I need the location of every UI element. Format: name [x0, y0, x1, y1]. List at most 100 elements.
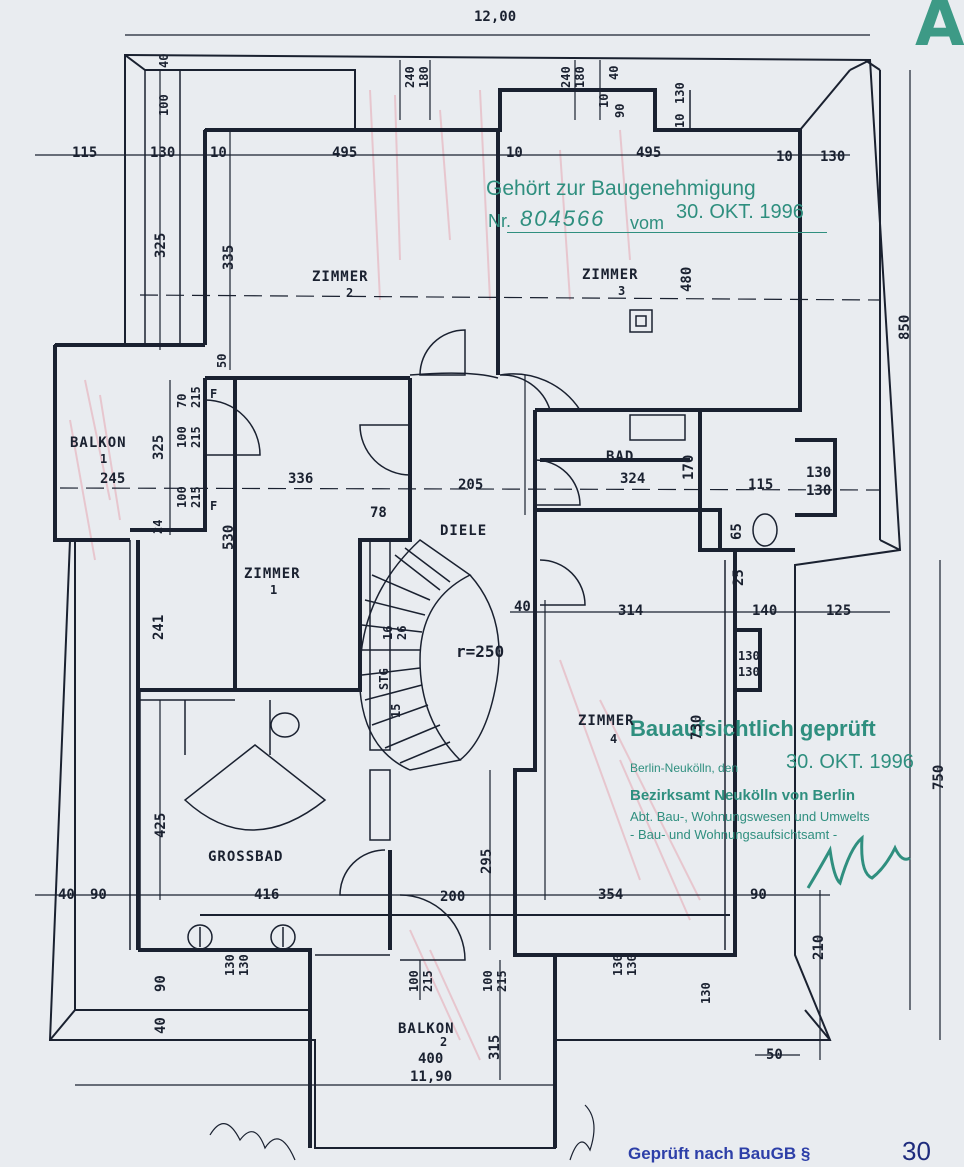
- dim-label: 24: [151, 519, 165, 534]
- ground-lines: [209, 1104, 595, 1161]
- dim-label: 40: [58, 887, 75, 903]
- dim-label: 40: [153, 1017, 169, 1034]
- dim-label: 90: [613, 103, 627, 118]
- dim-label: 730: [689, 714, 705, 740]
- dim-label: 130: [738, 665, 760, 679]
- dim-overall-width: 12,00: [474, 9, 517, 25]
- dim-label: 130: [820, 149, 846, 165]
- dim-label: 314: [618, 603, 644, 619]
- dim-right-bottom-210: 210: [811, 934, 827, 960]
- dim-label: 130: [237, 954, 251, 976]
- dim-label: 205: [458, 477, 484, 493]
- stair-radius: r=250: [456, 642, 505, 661]
- stamp-berlin-line: Berlin-Neukölln, den: [630, 761, 739, 775]
- dim-label: 324: [620, 471, 646, 487]
- dim-label: 25: [731, 569, 747, 586]
- room-zimmer-4-label: ZIMMER: [578, 713, 635, 729]
- dim-overall-right-lower: 750: [931, 764, 947, 790]
- dim-label: 495: [636, 145, 662, 161]
- dim-label: 325: [151, 434, 167, 460]
- dim-label: 40: [607, 65, 621, 80]
- dim-label: 480: [679, 266, 695, 292]
- room-balkon-2-number: 2: [440, 1035, 448, 1049]
- dim-label: 354: [598, 887, 624, 903]
- dim-label: 295: [479, 848, 495, 874]
- dim-label: 40: [514, 599, 531, 615]
- dim-label: 90: [750, 887, 767, 903]
- dim-label: 125: [826, 603, 852, 619]
- dim-overall-bottom-width: 11,90: [410, 1069, 453, 1085]
- dim-label: 180: [573, 66, 587, 88]
- dim-label: 495: [332, 145, 358, 161]
- stamp-baugb: Geprüft nach BauGB §: [628, 1144, 811, 1163]
- dim-label: 140: [752, 603, 778, 619]
- dim-label: 65: [729, 523, 745, 540]
- stamp-vom-label: vom: [630, 213, 665, 233]
- room-zimmer-2-label: ZIMMER: [312, 269, 369, 285]
- stamp-baugenehmigung-title: Gehört zur Baugenehmigung: [486, 177, 756, 200]
- dim-label: 180: [417, 66, 431, 88]
- stamp-gepruft-title: Bauaufsichtlich geprüft: [630, 716, 876, 741]
- room-balkon-1-label: BALKON: [70, 435, 127, 451]
- dim-overall-height: 850: [897, 314, 913, 340]
- room-bad-label: BAD: [606, 449, 635, 465]
- room-diele-label: DIELE: [440, 523, 488, 539]
- room-zimmer-1-label: ZIMMER: [244, 566, 301, 582]
- room-zimmer-1-number: 1: [270, 583, 278, 597]
- dim-label: F: [210, 387, 218, 401]
- dim-label: 215: [189, 486, 203, 508]
- dim-label: 10: [776, 149, 793, 165]
- dim-label: 215: [189, 426, 203, 448]
- dim-right-bottom: 50: [766, 1047, 783, 1063]
- dim-label: 90: [90, 887, 107, 903]
- room-zimmer-3-label: ZIMMER: [582, 267, 639, 283]
- stamp-abt-line: Abt. Bau-, Wohnungswesen und Umwelts: [630, 809, 870, 824]
- room-zimmer-4-number: 4: [610, 732, 618, 746]
- dim-label: 50: [215, 353, 229, 368]
- dim-label: 425: [153, 812, 169, 838]
- dim-label: 215: [495, 970, 509, 992]
- dim-label: 336: [288, 471, 314, 487]
- room-zimmer-2-number: 2: [346, 286, 354, 300]
- room-balkon-1-number: 1: [100, 452, 108, 466]
- dim-label: 530: [221, 524, 237, 550]
- dim-label: 130: [625, 954, 639, 976]
- dim-label: 215: [189, 386, 203, 408]
- stamp-nr-value: 804566: [520, 206, 606, 231]
- dim-label: 100: [175, 486, 189, 508]
- stamp-green-letter: A: [915, 0, 964, 61]
- dim-label: 335: [221, 244, 237, 270]
- dim-label: 100: [175, 426, 189, 448]
- stamp-signature: [806, 834, 911, 889]
- stamp-bezirksamt: Bezirksamt Neukölln von Berlin: [630, 787, 856, 804]
- dim-label: 130: [806, 465, 832, 481]
- detail-lines: [70, 70, 726, 956]
- room-balkon-2-label: BALKON: [398, 1021, 455, 1037]
- dim-label: 130: [699, 982, 713, 1004]
- dim-label: 10: [597, 93, 611, 108]
- stamp-berlin-date: 30. OKT. 1996: [786, 751, 914, 773]
- dim-label: 90: [153, 975, 169, 992]
- dim-label: 115: [72, 145, 98, 161]
- dim-label: 240: [559, 66, 573, 88]
- faded-red-marks: [69, 89, 701, 1061]
- stair-step: 15: [389, 703, 403, 718]
- room-zimmer-3-number: 3: [618, 284, 626, 298]
- dimension-lines: [35, 34, 941, 1086]
- stair-step: 16: [381, 625, 395, 640]
- walls: [53, 88, 837, 1148]
- stair-step: 26: [395, 625, 409, 640]
- dim-label: 100: [157, 94, 171, 116]
- dim-label: 10: [506, 145, 523, 161]
- dim-label: 325: [153, 232, 169, 258]
- dim-label: 130: [806, 483, 832, 499]
- dim-label: 416: [254, 887, 280, 903]
- dim-label: 130: [611, 954, 625, 976]
- dim-label: 100: [481, 970, 495, 992]
- door-swings: [183, 329, 586, 961]
- dim-label: 115: [748, 477, 774, 493]
- dim-label: 170: [681, 454, 697, 480]
- stamp-nr-label: Nr.: [488, 211, 512, 231]
- dim-label: 241: [151, 614, 167, 640]
